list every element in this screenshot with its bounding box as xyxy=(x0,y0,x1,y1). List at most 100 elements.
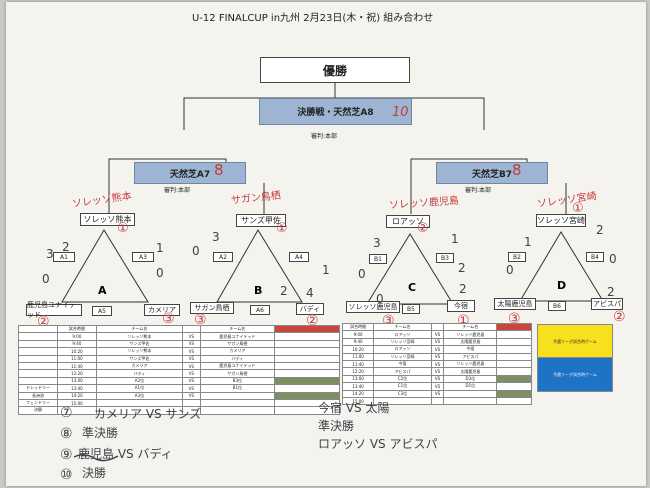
edge-b4: B4 xyxy=(586,252,604,262)
group-b-right-name: バディ xyxy=(299,305,321,313)
table-cell: チーム名 xyxy=(443,322,498,332)
table-cell: カメリア xyxy=(95,361,184,371)
group-b-top-rank: ① xyxy=(276,221,288,236)
table-cell: 15:00 xyxy=(341,396,375,406)
pencil-score: 2 xyxy=(458,261,466,275)
group-d-right-team: アビスパ xyxy=(591,298,623,310)
table-cell xyxy=(18,369,58,378)
table-cell: 9:40 xyxy=(56,339,97,349)
group-c-top-name: ロアッソ xyxy=(392,217,424,226)
semi-left-match-number: 8 xyxy=(214,161,224,179)
edge-a1: A1 xyxy=(53,252,75,262)
group-a-left-team: 鹿児島ユナイテッド xyxy=(26,301,82,319)
edge-b2: B2 xyxy=(508,252,526,262)
table-cell xyxy=(95,398,184,408)
edge-b6: B6 xyxy=(548,301,566,311)
group-a-top-rank: ① xyxy=(117,221,129,236)
table-cell: D3位 xyxy=(443,374,498,384)
table-cell: ドレッドリー xyxy=(18,384,58,393)
table-cell xyxy=(496,396,532,406)
edge-a5-label: A5 xyxy=(98,307,106,315)
note-num: ⑦ xyxy=(60,405,73,421)
edge-b6-label: B6 xyxy=(553,302,561,310)
table-row: 15:00 xyxy=(341,396,532,406)
table-cell xyxy=(496,352,532,361)
table-cell: 13:40 xyxy=(341,382,375,391)
table-cell: チーム名 xyxy=(95,324,184,334)
note-text: 決勝 xyxy=(82,466,107,480)
table-cell xyxy=(199,406,276,415)
table-cell xyxy=(274,324,340,334)
table-cell: 13:00 xyxy=(341,374,375,384)
group-d-right-name: アビスパ xyxy=(593,300,621,308)
semi-right-match-number: 8 xyxy=(512,161,522,179)
edge-a6-label: A6 xyxy=(256,306,264,314)
semi-left-referee: 審判:本部 xyxy=(164,187,191,194)
edge-a1-label: A1 xyxy=(60,253,68,261)
table-cell: 11:40 xyxy=(341,359,375,369)
table-cell: 13:00 xyxy=(56,376,97,386)
group-b-left-rank: ③ xyxy=(194,312,207,328)
pencil-score: 4 xyxy=(306,286,314,300)
table-cell: VS xyxy=(182,354,201,363)
group-d-right-rank: ② xyxy=(613,309,626,325)
table-cell xyxy=(182,324,201,334)
pencil-score: 2 xyxy=(62,240,70,254)
table-cell: A3位 xyxy=(95,391,184,400)
table-cell: バディ xyxy=(95,369,184,378)
table-cell xyxy=(199,391,276,400)
table-cell: VS xyxy=(430,337,445,347)
table-cell xyxy=(443,396,498,406)
table-cell: ロアッソ xyxy=(373,330,432,339)
pencil-score: 0 xyxy=(42,272,50,286)
table-cell xyxy=(496,337,532,347)
champion-label: 優勝 xyxy=(322,63,347,78)
note-num: ⑧ xyxy=(60,426,73,442)
table-cell: サンズ甲佐 xyxy=(95,339,184,349)
edge-b2-label: B2 xyxy=(513,253,521,261)
group-b-left-team: サガン鳥栖 xyxy=(190,302,234,314)
table-cell: VS xyxy=(182,332,201,341)
group-d-left-team: 太陽鹿児島 xyxy=(494,298,536,310)
table-cell xyxy=(496,374,532,384)
table-cell: C1位 xyxy=(373,382,432,391)
edge-a5: A5 xyxy=(92,306,112,316)
semi-right-referee: 審判:本部 xyxy=(465,187,492,194)
table-cell xyxy=(274,354,340,363)
note-text: カメリア VS サンズ xyxy=(94,407,202,421)
table-cell: A2位 xyxy=(95,376,184,386)
group-b-top-team: サンズ甲佐 xyxy=(236,214,286,227)
group-a-right-rank: ③ xyxy=(162,311,175,327)
table-cell xyxy=(274,376,340,386)
table-cell xyxy=(18,339,58,349)
note-num: ⑨ xyxy=(60,447,73,463)
note-text: 準決勝 xyxy=(318,419,355,433)
table-cell xyxy=(274,332,340,341)
table-cell xyxy=(199,398,276,408)
table-cell: 14:20 xyxy=(341,389,375,398)
legend-blue: 予選リーグ試合時ゲーム xyxy=(537,357,613,392)
table-cell: VS xyxy=(430,352,445,361)
group-b-left-name: サガン鳥栖 xyxy=(194,304,230,312)
table-cell: VS xyxy=(430,374,445,384)
table-cell: 12:20 xyxy=(341,367,375,376)
table-cell: フェンドリー xyxy=(18,398,58,408)
strikeout-mark xyxy=(73,454,119,462)
table-cell: 10:20 xyxy=(56,347,97,356)
table-cell: 今宿 xyxy=(373,359,432,369)
final-label: 決勝戦・天然芝A8 xyxy=(297,108,374,118)
semi-right-label: 天然芝B7 xyxy=(471,169,513,180)
table-cell: C2位 xyxy=(373,374,432,384)
legend-yellow-label: 予選リーグ試合時ゲーム xyxy=(553,338,597,344)
edge-a4: A4 xyxy=(289,252,309,262)
table-cell: アビスパ xyxy=(443,352,498,361)
